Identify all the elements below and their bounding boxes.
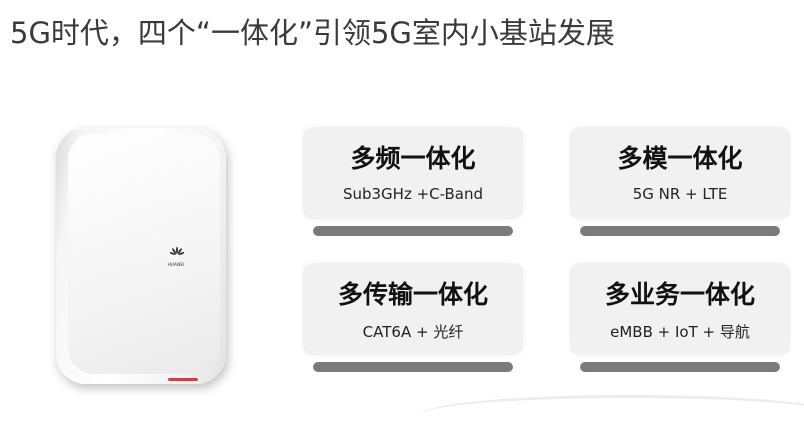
card-subtitle: 5G NR + LTE (632, 185, 728, 203)
slide-title: 5G时代，四个“一体化”引领5G室内小基站发展 (10, 16, 615, 50)
card-underline-bar (313, 362, 513, 372)
card-subtitle: eMBB + IoT + 导航 (610, 323, 750, 341)
card-underline-bar (580, 226, 780, 236)
feature-card-multi-mode: 多模一体化 5G NR + LTE (570, 127, 790, 219)
card-heading: 多传输一体化 (337, 280, 488, 309)
feature-card-multi-band: 多频一体化 Sub3GHz +C-Band (303, 127, 523, 219)
huawei-logo-icon (170, 246, 184, 255)
card-subtitle: Sub3GHz +C-Band (342, 185, 484, 203)
feature-card-multi-service: 多业务一体化 eMBB + IoT + 导航 (570, 263, 790, 355)
card-heading: 多频一体化 (350, 144, 476, 173)
card-underline-bar (313, 226, 513, 236)
device-face: HUAWEI (68, 134, 220, 381)
card-heading: 多业务一体化 (604, 280, 755, 309)
small-cell-device-image: HUAWEI (56, 128, 226, 384)
decorative-swoosh (420, 395, 804, 435)
card-subtitle: CAT6A + 光纤 (362, 323, 464, 341)
feature-card-multi-transport: 多传输一体化 CAT6A + 光纤 (303, 263, 523, 355)
device-brand-text: HUAWEI (168, 262, 185, 267)
status-led (168, 378, 198, 381)
card-heading: 多模一体化 (617, 144, 743, 173)
card-underline-bar (580, 362, 780, 372)
